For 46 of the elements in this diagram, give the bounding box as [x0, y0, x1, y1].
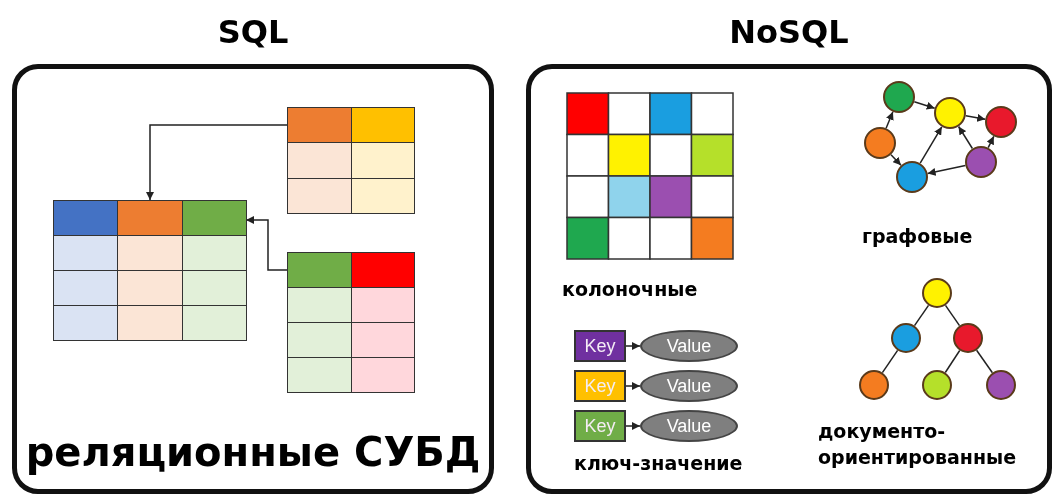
circle-node	[985, 106, 1017, 138]
value-ellipse: Value	[640, 370, 738, 402]
circle-node	[922, 370, 952, 400]
database-table	[287, 252, 414, 392]
connector-line	[944, 304, 961, 327]
circle-node	[883, 81, 915, 113]
arrow	[625, 342, 641, 350]
value-ellipse: Value	[640, 330, 738, 362]
key-box: Key	[574, 410, 626, 442]
arrow	[890, 153, 902, 167]
arrow	[986, 135, 995, 149]
circle-node	[986, 370, 1016, 400]
database-table	[53, 200, 246, 340]
category-label: графовые	[862, 225, 973, 247]
connector-line	[975, 349, 994, 374]
circle-node	[896, 161, 928, 193]
category-label: ключ-значение	[574, 452, 743, 474]
category-label: документо- ориентированные	[818, 419, 1018, 470]
connector-line	[913, 304, 930, 327]
circle-node	[859, 370, 889, 400]
arrow	[957, 125, 974, 150]
circle-node	[864, 127, 896, 159]
arrow	[965, 113, 986, 122]
arrow	[625, 382, 641, 390]
arrow	[146, 124, 288, 201]
arrow	[926, 164, 967, 176]
circle-node	[891, 323, 921, 353]
value-ellipse: Value	[640, 410, 738, 442]
key-box: Key	[574, 330, 626, 362]
arrow	[913, 101, 936, 110]
database-table	[287, 107, 414, 213]
panel-heading: SQL	[216, 13, 290, 51]
panel-caption: реляционные СУБД	[24, 429, 482, 475]
panel-heading: NoSQL	[728, 13, 850, 51]
connector-line	[881, 349, 899, 374]
circle-node	[922, 278, 952, 308]
arrow	[885, 111, 894, 129]
arrow	[245, 216, 288, 271]
arrow	[625, 422, 641, 430]
connector-line	[944, 349, 961, 374]
circle-node	[965, 146, 997, 178]
key-box: Key	[574, 370, 626, 402]
category-label: колоночные	[562, 278, 698, 300]
circle-node	[953, 323, 983, 353]
arrow	[919, 126, 943, 164]
circle-node	[934, 97, 966, 129]
